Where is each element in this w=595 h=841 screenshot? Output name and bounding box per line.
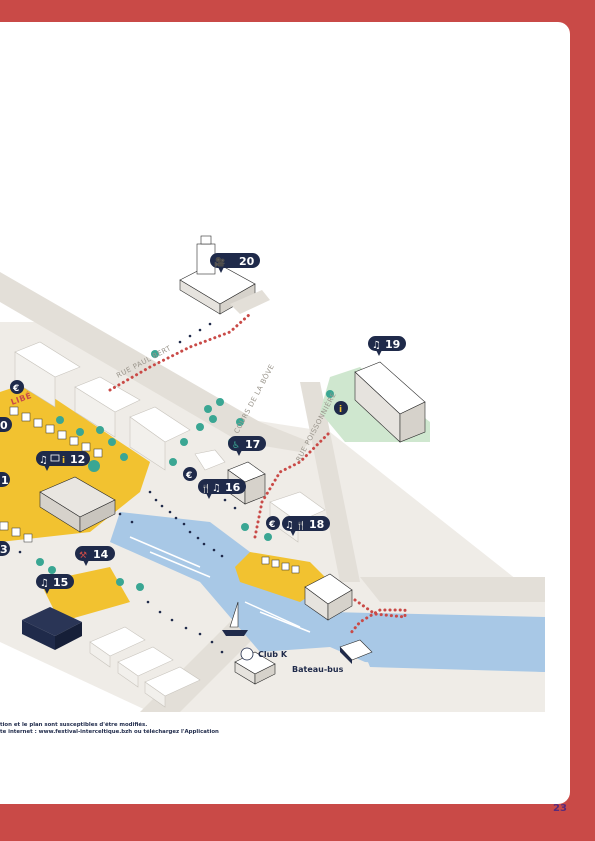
club-k-marker <box>240 647 254 661</box>
footnotes: tion et le plan sont susceptibles d'être… <box>0 722 420 736</box>
pin-17-number: 17 <box>245 438 260 451</box>
page-number: 23 <box>553 803 567 814</box>
crafts-icon: ⚒ <box>79 551 87 561</box>
cutlery-icon: 🍴 <box>296 520 306 530</box>
pin-18-number: 18 <box>309 518 324 531</box>
pin-partial-3[interactable]: 3 <box>0 541 10 556</box>
marina <box>129 536 311 633</box>
info-icon: i <box>339 405 342 415</box>
crowd <box>18 322 237 654</box>
euro-marker[interactable]: € <box>183 467 197 481</box>
cutlery-icon: 🍴 <box>201 483 211 493</box>
music-note-icon: ♫ <box>40 578 49 589</box>
sailboat <box>222 601 248 636</box>
pin-15[interactable]: ♫ 15 <box>36 574 74 594</box>
pin-partial-1[interactable]: 1 <box>0 472 10 487</box>
building-17 <box>227 461 266 505</box>
pin-14[interactable]: ⚒ 14 <box>75 546 115 566</box>
warehouses-bottom <box>89 626 201 708</box>
place-label-club-k: Club K <box>258 650 288 659</box>
road-main <box>0 272 310 452</box>
harbour-water-right <box>360 637 545 672</box>
toilet-icon: ♿ <box>232 441 240 451</box>
market-hall-12 <box>39 476 116 533</box>
euro-icon: € <box>12 384 19 394</box>
harbour-water <box>110 512 545 672</box>
music-note-icon: ♫ <box>212 483 221 494</box>
road-diagonal <box>300 382 360 582</box>
info-marker <box>88 460 100 472</box>
pin-16-number: 16 <box>225 481 241 494</box>
pin-12-number: 12 <box>70 453 85 466</box>
road-right <box>360 577 545 602</box>
map-page: RUE PAUL BERT COURS DE LA BÔVE RUE POISS… <box>0 22 570 804</box>
pin-20-number: 20 <box>239 255 255 268</box>
info-pin-19[interactable]: i <box>334 401 348 415</box>
film-camera-icon: 🎥 <box>214 256 225 268</box>
pin-14-number: 14 <box>93 548 109 561</box>
euro-icon: € <box>268 520 275 530</box>
bateau-bus-boat <box>339 639 373 664</box>
building-18 <box>304 573 353 621</box>
pin-partial-1-number: 1 <box>1 474 9 487</box>
footnote-line-2: te internet : www.festival-interceltique… <box>0 729 219 735</box>
euro-icon: € <box>185 471 192 481</box>
music-note-icon: ♫ <box>39 455 48 466</box>
stalls-row <box>0 406 300 574</box>
pin-19[interactable]: ♫ 19 <box>368 336 406 356</box>
pin-12[interactable]: ♫ i 12 <box>36 451 100 472</box>
screen-icon <box>50 454 60 462</box>
music-note-icon: ♫ <box>285 520 294 531</box>
plaza-20 <box>230 290 270 314</box>
building-15 <box>22 607 82 650</box>
building-19 <box>354 361 426 443</box>
pin-17[interactable]: ♿ 17 <box>228 436 266 456</box>
music-note-icon: ♫ <box>372 340 381 351</box>
festival-map: RUE PAUL BERT COURS DE LA BÔVE RUE POISS… <box>0 235 545 712</box>
pin-18[interactable]: € ♫ 🍴 18 <box>266 516 330 536</box>
place-label-bateau-bus: Bateau-bus <box>292 665 344 674</box>
pin-partial-0-number: 0 <box>0 419 8 432</box>
dotted-route <box>108 312 407 636</box>
info-icon: i <box>62 456 65 466</box>
pin-19-number: 19 <box>385 338 400 351</box>
pin-16[interactable]: 🍴 ♫ 16 <box>198 479 246 499</box>
pin-15-number: 15 <box>53 576 68 589</box>
footnote-line-1: tion et le plan sont susceptibles d'être… <box>0 722 148 728</box>
pin-20[interactable]: 🎥 20 <box>210 253 260 273</box>
pin-partial-0[interactable]: 0 <box>0 417 12 432</box>
pin-partial-3-number: 3 <box>0 543 8 556</box>
euro-marker-left[interactable]: € <box>10 380 24 394</box>
building-20 <box>179 235 256 315</box>
